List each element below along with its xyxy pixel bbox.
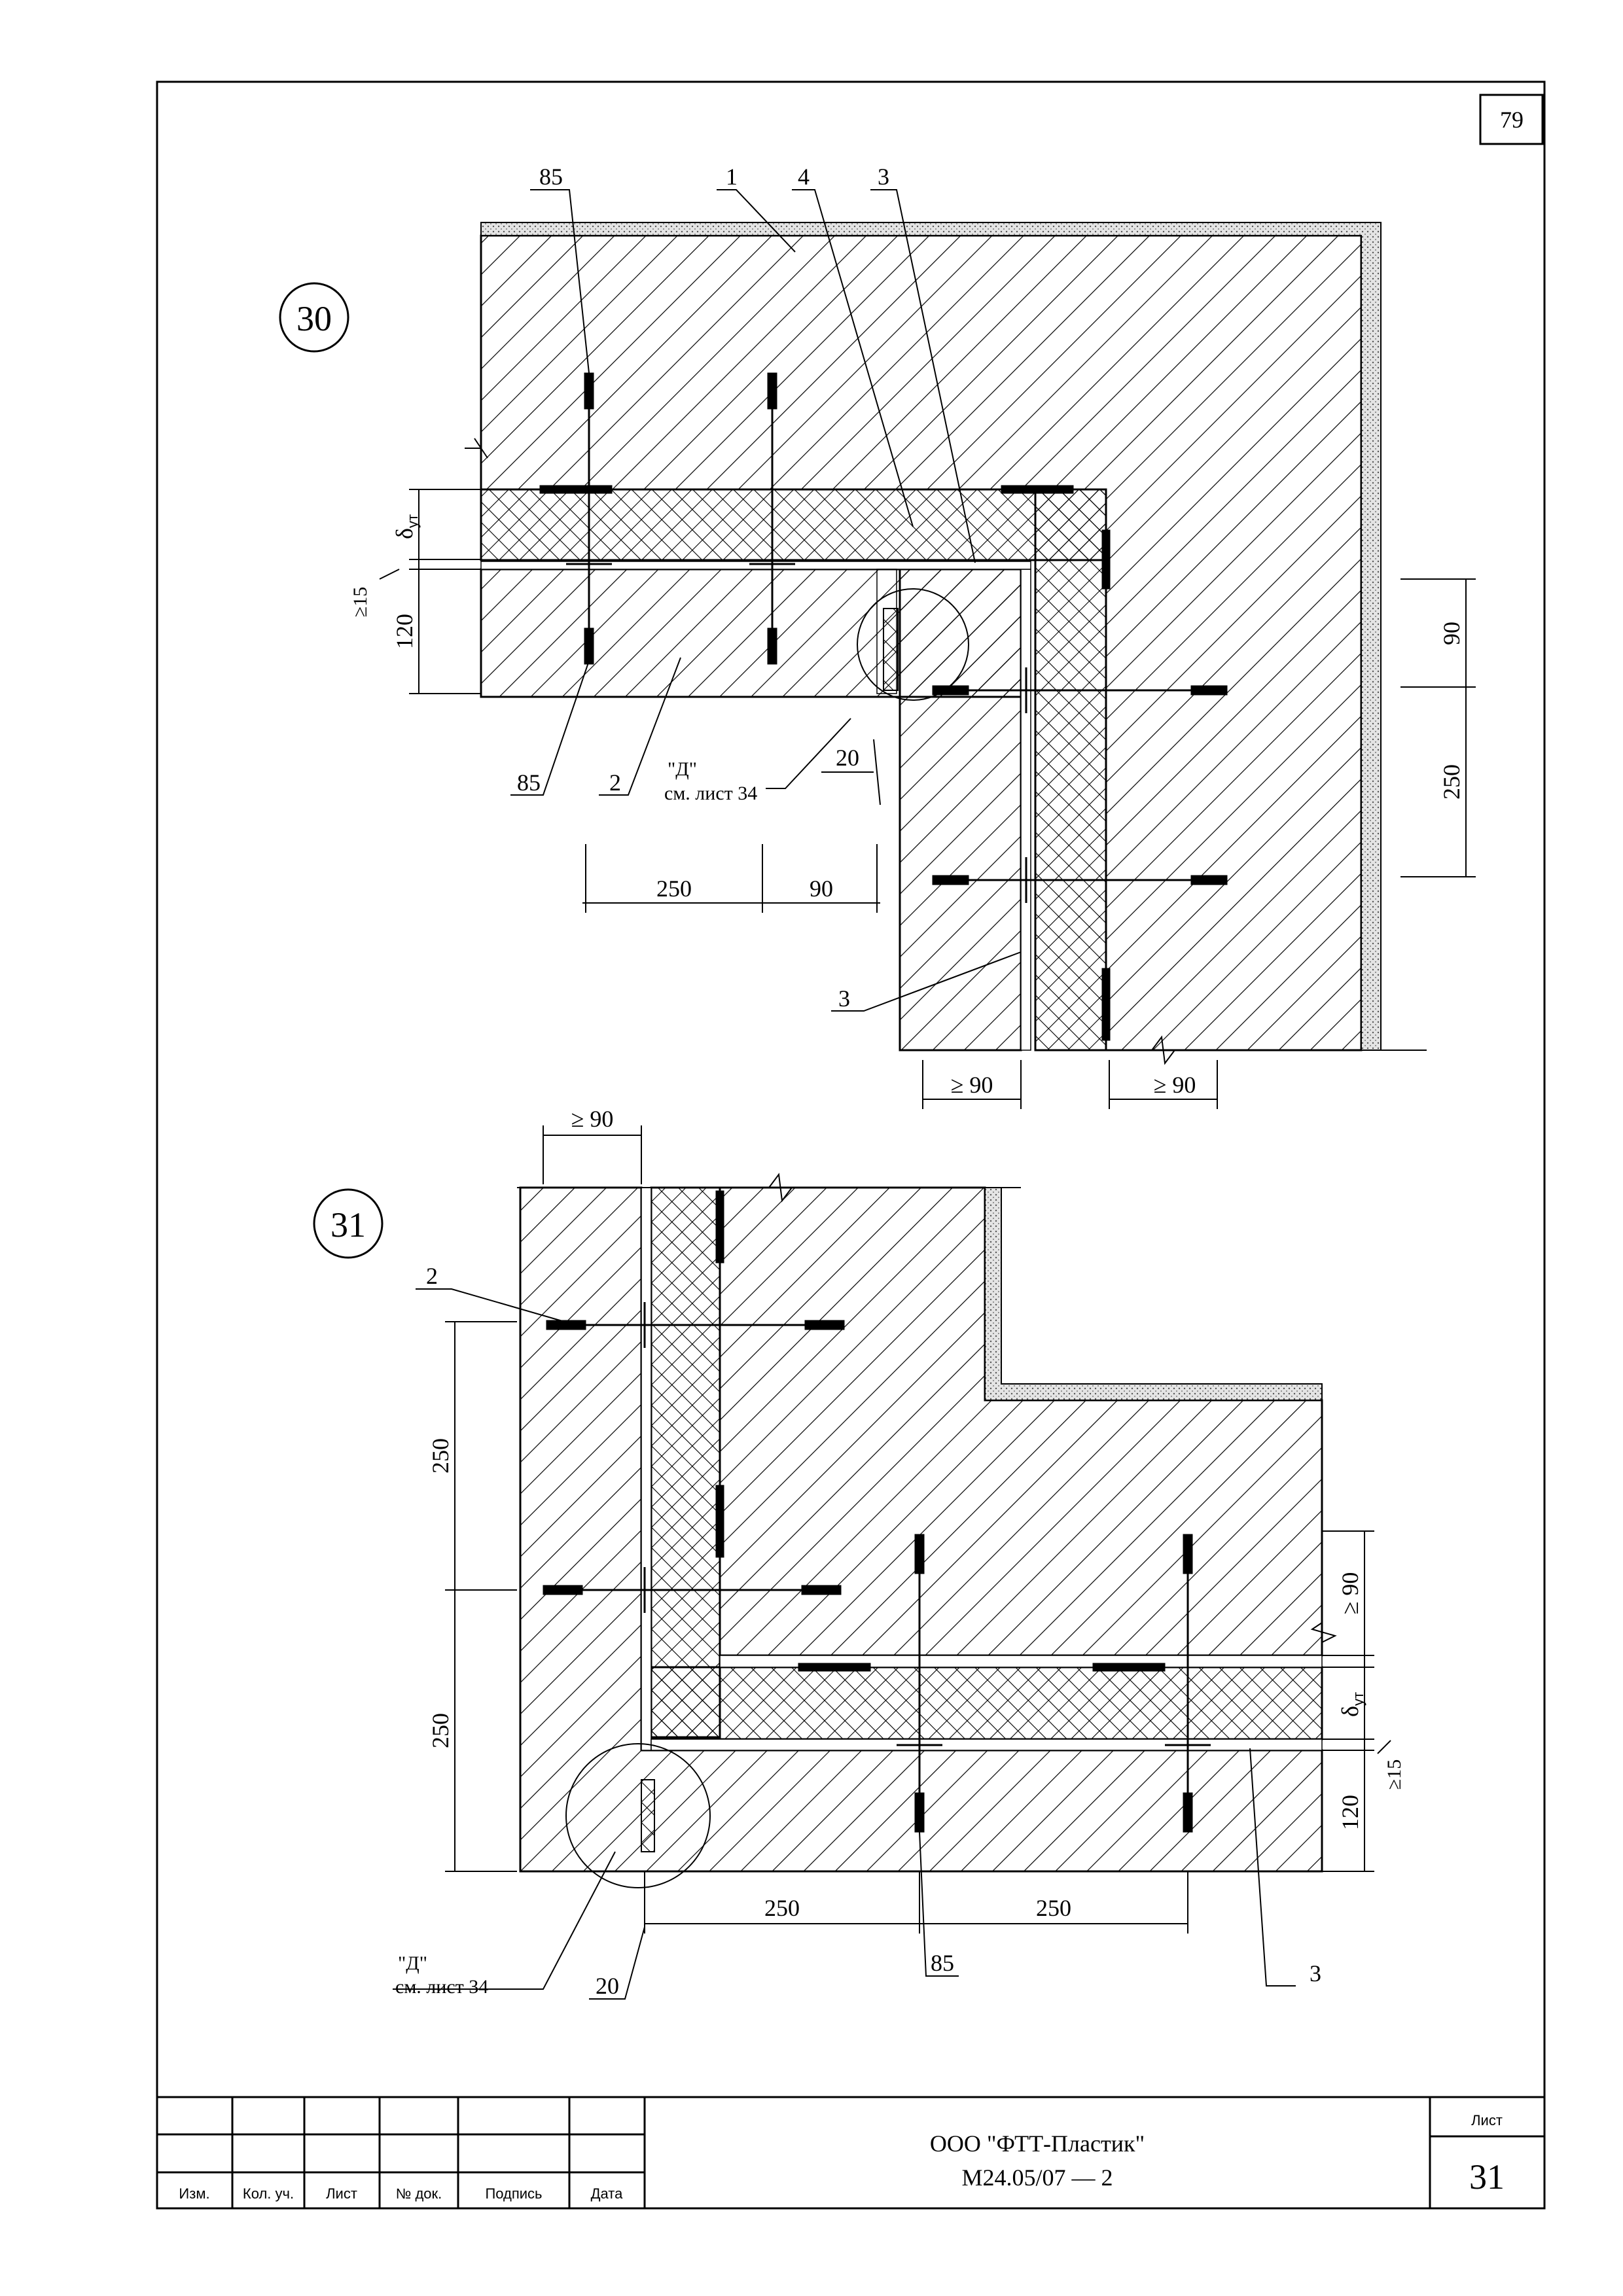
dim-31-250-h1: 250 <box>764 1895 800 1921</box>
leaders-31 <box>393 1288 1296 2000</box>
dim-30-250-h: 250 <box>656 875 692 902</box>
detail-31: 31 2 85 3 "Д" см. лист 34 <box>313 1106 1405 2000</box>
dim-30-ge15: ≥15 <box>349 587 371 617</box>
dim-30-90-h: 90 <box>810 875 833 902</box>
title-block-text: Изм. Кол. уч. Лист № док. Подпись Дата О… <box>179 2112 1505 2202</box>
org-name: ООО "ФТТ-Пластик" <box>930 2130 1145 2157</box>
inner-leaf-30-vertical <box>899 568 1022 1051</box>
dim-31-250-v1: 250 <box>427 1438 454 1474</box>
label-30-85-bottom: 85 <box>517 769 541 796</box>
col-kol-uch: Кол. уч. <box>243 2185 294 2202</box>
col-data: Дата <box>591 2185 623 2202</box>
insulation-30-horizontal <box>480 488 1107 561</box>
joint-seal-31 <box>641 1779 655 1852</box>
break-line-31-right <box>1310 1622 1337 1643</box>
label-31-85: 85 <box>931 1950 954 1976</box>
insulation-31-horizontal <box>650 1666 1323 1740</box>
wall-ties-30 <box>539 372 1228 1041</box>
callout-31-ref: см. лист 34 <box>395 1976 488 1998</box>
dim-31-120-v: 120 <box>1337 1795 1363 1830</box>
callout-31-code: "Д" <box>398 1952 427 1974</box>
dim-30-delta: δут <box>391 514 421 539</box>
insulation-31-vertical <box>650 1186 721 1739</box>
dims-31 <box>445 1125 1391 1934</box>
detail-30-marker <box>279 282 349 353</box>
page-number: 79 <box>1500 107 1524 133</box>
label-31-2: 2 <box>426 1263 438 1289</box>
detail-31-marker <box>313 1188 383 1259</box>
detail-callout-circle-30 <box>857 588 969 701</box>
dim-31-250-v2: 250 <box>427 1713 454 1748</box>
wall-ties-31 <box>543 1190 1211 1833</box>
dim-30-250-v: 250 <box>1438 764 1465 800</box>
dim-31-delta: δут <box>1337 1692 1366 1717</box>
break-line-30-left <box>465 438 488 459</box>
label-31-3: 3 <box>1310 1960 1321 1987</box>
label-30-3-bottom: 3 <box>838 985 850 1012</box>
insulation-30-vertical <box>1034 488 1107 1051</box>
page-number-box: 79 <box>1479 94 1544 145</box>
dim-31-ge90-top: ≥ 90 <box>571 1106 614 1132</box>
dims-30 <box>379 489 1476 1109</box>
plaster-layer-31 <box>984 1187 1323 1401</box>
leaders-30 <box>510 189 1022 1012</box>
detail-31-marker-text: 31 <box>330 1205 366 1245</box>
sheet-number: 31 <box>1469 2157 1505 2197</box>
label-30-85-top: 85 <box>539 164 563 190</box>
callout-30-ref: см. лист 34 <box>664 783 757 804</box>
col-podpis: Подпись <box>485 2185 542 2202</box>
dim-30-ge90-right: ≥ 90 <box>1154 1072 1196 1098</box>
dim-30-120-v: 120 <box>391 614 418 649</box>
dim-31-ge90-v: ≥ 90 <box>1337 1572 1363 1615</box>
dim-30-90-v: 90 <box>1438 622 1465 645</box>
label-30-1: 1 <box>726 164 738 190</box>
label-30-3-top: 3 <box>878 164 889 190</box>
label-30-4: 4 <box>798 164 810 190</box>
detail-callout-circle-31 <box>565 1743 711 1888</box>
col-list: Лист <box>326 2185 357 2202</box>
joint-seal-30 <box>883 608 899 691</box>
detail-30-marker-text: 30 <box>296 299 332 338</box>
dim-31-250-h2: 250 <box>1036 1895 1071 1921</box>
sheet-label: Лист <box>1471 2112 1503 2128</box>
label-30-2: 2 <box>609 769 621 796</box>
title-block <box>156 2096 1546 2210</box>
doc-code: М24.05/07 — 2 <box>961 2164 1113 2191</box>
dim-30-20: 20 <box>836 745 859 771</box>
detail-30: 30 85 1 4 3 85 2 3 "Д" см. лист 34 <box>279 164 1476 1109</box>
callout-30-code: "Д" <box>668 758 697 780</box>
break-line-30-bottom <box>1106 1035 1427 1065</box>
dim-30-ge90-left: ≥ 90 <box>951 1072 993 1098</box>
dim-31-ge15: ≥15 <box>1383 1759 1405 1790</box>
col-izm: Изм. <box>179 2185 209 2202</box>
break-line-31-top <box>517 1173 1021 1203</box>
col-doc-no: № док. <box>396 2185 442 2202</box>
dim-31-20: 20 <box>596 1973 619 1999</box>
